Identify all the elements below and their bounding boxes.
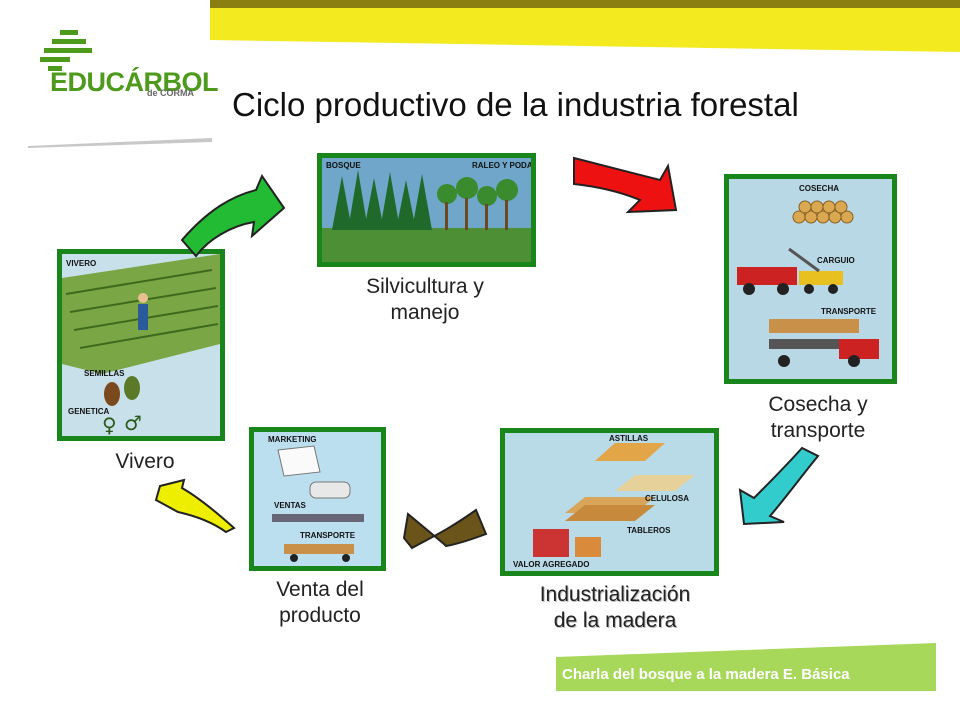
harvest-illustration: COSECHA CARGUIO TRANSPORTE [729,179,892,379]
footer-text: Charla del bosque a la madera E. Básica [562,666,850,683]
nursery-illustration: ♀ ♂ VIVERO SEMILLAS GENETICA [62,254,220,436]
caption-carguio: CARGUIO [817,256,855,265]
stage-cosecha-label-line2: transporte [770,419,866,442]
forest-illustration: BOSQUE RALEO Y PODA [322,158,531,262]
caption-astillas: ASTILLAS [609,434,649,443]
male-symbol-icon: ♂ [124,411,142,435]
caption-genetica: GENETICA [68,407,110,416]
stage-industrializacion-label: Industrialización de la madera [505,582,725,634]
caption-tableros: TABLEROS [627,526,671,535]
stage-cosecha-label-line1: Cosecha y [768,393,868,416]
caption-cosecha: COSECHA [799,184,839,193]
stage-venta-image: MARKETING VENTAS TRANSPORTE [249,427,386,571]
caption-transporte-venta: TRANSPORTE [300,531,356,540]
caption-raleo-poda: RALEO Y PODA [472,161,531,170]
caption-vivero: VIVERO [66,259,96,268]
stage-industrializacion-label-line1: Industrialización [539,583,691,606]
caption-semillas: SEMILLAS [84,369,125,378]
stage-silvicultura-label-line1: Silvicultura y [366,275,484,298]
stage-venta-label-line1: Venta del [276,578,364,601]
stage-venta-label: Venta del producto [240,577,400,629]
stage-silvicultura-label: Silvicultura y manejo [330,274,520,326]
logo-card-shadow [28,138,212,148]
logo-stripes-icon [40,30,92,71]
stage-industrializacion-label-line2: de la madera [553,609,677,632]
arrow-green-vivero-to-silvicultura [180,173,286,258]
caption-bosque: BOSQUE [326,161,361,170]
stage-vivero-label: Vivero [115,450,175,473]
caption-ventas: VENTAS [274,501,307,510]
caption-marketing: MARKETING [268,435,316,444]
arrow-yellow-venta-to-vivero [154,478,236,534]
stage-vivero-image: ♀ ♂ VIVERO SEMILLAS GENETICA [57,249,225,441]
stage-venta-label-line2: producto [279,604,361,627]
logo-card [14,0,210,142]
caption-celulosa: CELULOSA [645,494,689,503]
industry-illustration: ASTILLAS CELULOSA TABLEROS VALOR AGREGAD… [505,433,714,571]
caption-valor-agregado: VALOR AGREGADO [513,560,589,569]
arrow-red-silvicultura-to-cosecha [573,156,678,214]
female-symbol-icon: ♀ [102,413,117,436]
stage-silvicultura-image: BOSQUE RALEO Y PODA [317,153,536,267]
stage-cosecha-image: COSECHA CARGUIO TRANSPORTE [724,174,897,384]
arrow-brown-industrializacion-to-venta [402,508,488,550]
logo-subtitle: de CORMA [147,88,194,98]
caption-transporte: TRANSPORTE [821,307,877,316]
arrow-cyan-cosecha-to-industrializacion [738,446,820,526]
stage-cosecha-label: Cosecha y transporte [730,392,906,444]
sales-illustration: MARKETING VENTAS TRANSPORTE [254,432,381,566]
stage-silvicultura-label-line2: manejo [390,301,460,324]
logo-brand: EDUCÁRBOL [50,67,219,97]
footer-banner [556,643,936,691]
top-bar [210,0,960,52]
page-title: Ciclo productivo de la industria foresta… [232,86,799,123]
stage-industrializacion-image: ASTILLAS CELULOSA TABLEROS VALOR AGREGAD… [500,428,719,576]
